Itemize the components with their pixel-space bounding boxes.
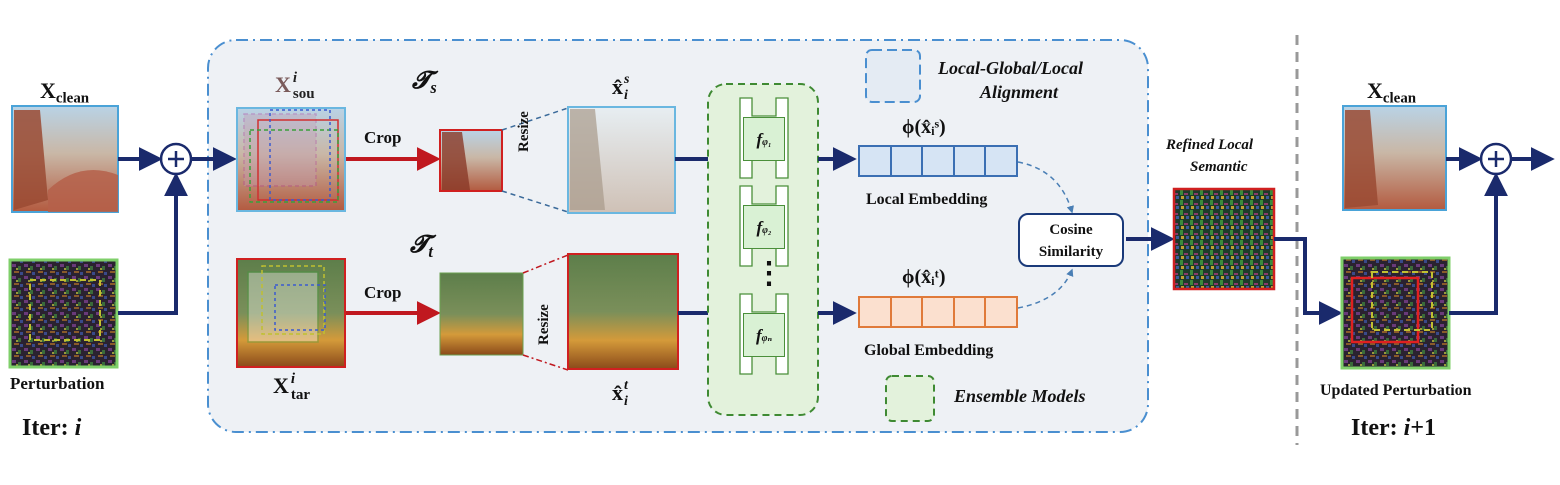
- resize-label-source: Resize: [516, 111, 532, 152]
- global-embedding-label: Global Embedding: [864, 342, 994, 359]
- updated-perturbation-label: Updated Perturbation: [1320, 382, 1472, 399]
- ensemble-legend-swatch: [885, 375, 935, 422]
- alignment-legend-swatch: [865, 49, 921, 103]
- alignment-legend-line2: Alignment: [980, 82, 1059, 102]
- local-embedding-label: Local Embedding: [866, 191, 988, 208]
- transform-s-label: 𝓣s: [412, 68, 437, 97]
- iter-right-label: Iter: i+1: [1351, 415, 1436, 441]
- model-f2: fφ₂: [743, 205, 785, 249]
- iter-left-label: Iter: i: [22, 415, 82, 441]
- crop-label-source: Crop: [364, 128, 402, 147]
- model-f1: fφ₁: [743, 117, 785, 161]
- global-embedding-formula: ϕ(x̂ᵢᵗ): [902, 266, 946, 288]
- alignment-legend-line1: Local-Global/Local: [938, 58, 1083, 78]
- cropped-target: [439, 272, 524, 356]
- cosine-similarity-box: Cosine Similarity: [1018, 213, 1124, 267]
- local-embedding-formula: ϕ(x̂ᵢˢ): [902, 116, 946, 138]
- transform-t-label: 𝓣t: [410, 232, 433, 261]
- source-image: [236, 107, 346, 212]
- x-clean-right-label: Xclean: [1367, 78, 1417, 107]
- perturbation-label: Perturbation: [10, 374, 105, 393]
- global-embedding-vector: [858, 296, 1018, 328]
- refined-label-line2: Semantic: [1190, 159, 1248, 175]
- refined-label-line1: Refined Local: [1166, 137, 1254, 153]
- ensemble-box: [707, 83, 819, 416]
- resized-target: [567, 253, 679, 370]
- target-image: [236, 258, 346, 368]
- local-embedding-vector: [858, 145, 1018, 177]
- crop-label-target: Crop: [364, 283, 402, 302]
- model-fn: fφₙ: [743, 313, 785, 357]
- refined-semantic-image: [1172, 187, 1276, 291]
- ensemble-legend-label: Ensemble Models: [954, 386, 1086, 406]
- resize-label-target: Resize: [536, 304, 552, 345]
- x-clean-left-label: Xclean: [40, 78, 90, 107]
- ensemble-dots: ⋮: [754, 257, 784, 290]
